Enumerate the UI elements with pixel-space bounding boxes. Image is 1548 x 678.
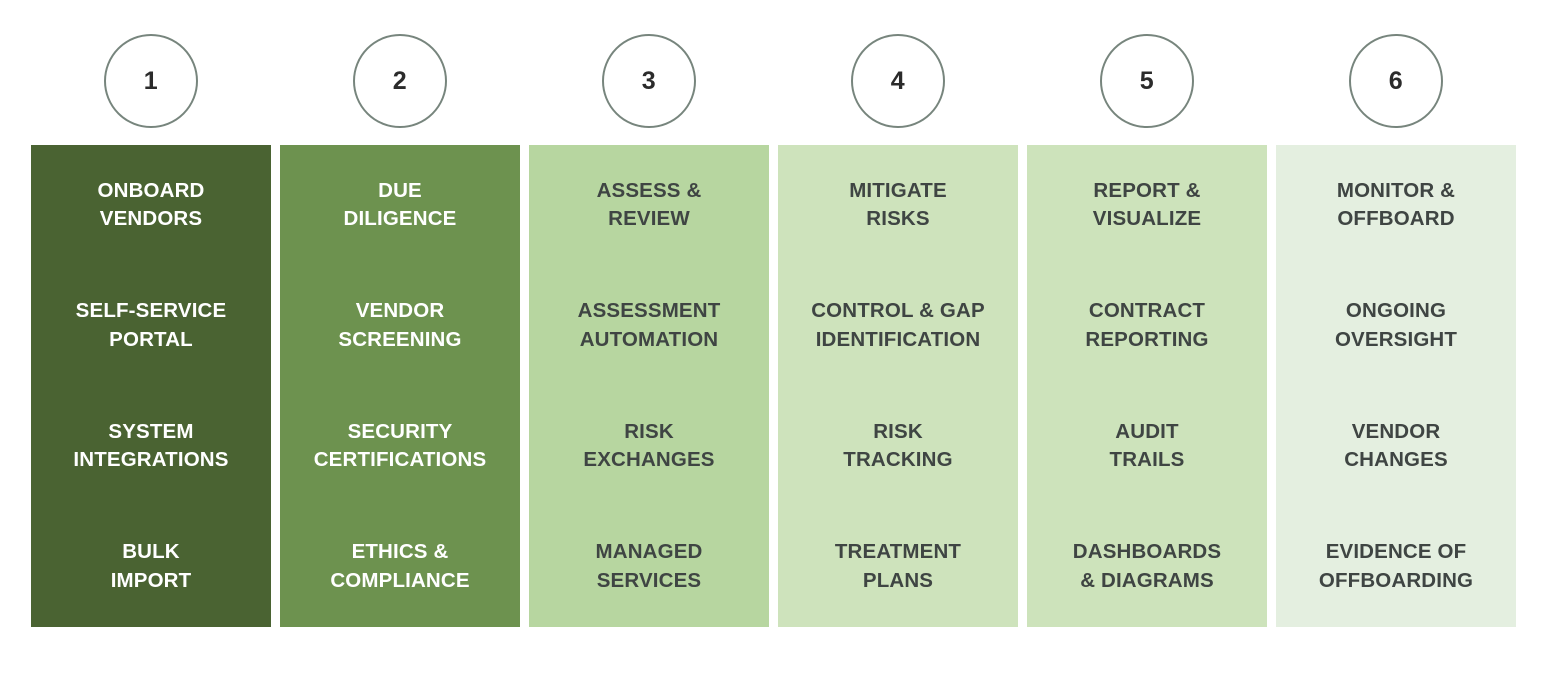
step-number-label: 5 xyxy=(1139,66,1155,95)
step-feature-label: SELF-SERVICE PORTAL xyxy=(75,299,227,351)
step-feature-cell[interactable]: RISK TRACKING xyxy=(778,386,1018,507)
step-number-label: 6 xyxy=(1388,66,1404,95)
step-feature-label: DASHBOARDS & DIAGRAMS xyxy=(1072,540,1222,592)
step-title-cell[interactable]: REPORT & VISUALIZE xyxy=(1027,145,1267,266)
step-feature-cell[interactable]: DASHBOARDS & DIAGRAMS xyxy=(1027,507,1267,628)
step-feature-cell[interactable]: MANAGED SERVICES xyxy=(529,507,769,628)
step-column-2[interactable]: DUE DILIGENCE VENDOR SCREENING SECURITY CE… xyxy=(280,145,520,627)
step-feature-cell[interactable]: SELF-SERVICE PORTAL xyxy=(31,266,271,387)
step-feature-label: AUDIT TRAILS xyxy=(1109,419,1185,472)
step-feature-label: CONTROL & GAP IDENTIFICATION xyxy=(811,299,985,351)
step-feature-cell[interactable]: ASSESSMENT AUTOMATION xyxy=(529,266,769,387)
step-feature-cell[interactable]: ETHICS & COMPLIANCE xyxy=(280,507,520,628)
step-feature-label: BULK IMPORT xyxy=(110,540,192,592)
step-circle-3[interactable]: 3 xyxy=(602,34,696,128)
step-column-6[interactable]: MONITOR & OFFBOARD ONGOING OVERSIGHT VENDO… xyxy=(1276,145,1516,627)
step-circle-1[interactable]: 1 xyxy=(104,34,198,128)
step-feature-label: RISK TRACKING xyxy=(843,419,953,472)
step-title-cell[interactable]: DUE DILIGENCE xyxy=(280,145,520,266)
step-title-cell[interactable]: MITIGATE RISKS xyxy=(778,145,1018,266)
step-feature-cell[interactable]: VENDOR CHANGES xyxy=(1276,386,1516,507)
step-feature-cell[interactable]: ONGOING OVERSIGHT xyxy=(1276,266,1516,387)
step-feature-label: VENDOR SCREENING xyxy=(338,299,462,351)
step-feature-label: MANAGED SERVICES xyxy=(595,540,703,592)
step-feature-cell[interactable]: AUDIT TRAILS xyxy=(1027,386,1267,507)
step-feature-cell[interactable]: SYSTEM INTEGRATIONS xyxy=(31,386,271,507)
step-column-5[interactable]: REPORT & VISUALIZE CONTRACT REPORTING AUDI… xyxy=(1027,145,1267,627)
step-column-4[interactable]: MITIGATE RISKS CONTROL & GAP IDENTIFICATI… xyxy=(778,145,1018,627)
step-feature-label: ETHICS & COMPLIANCE xyxy=(330,540,470,592)
step-title-label: MITIGATE RISKS xyxy=(849,178,947,231)
step-title-label: ASSESS & REVIEW xyxy=(596,178,702,231)
step-title-cell[interactable]: MONITOR & OFFBOARD xyxy=(1276,145,1516,266)
step-feature-label: SECURITY CERTIFICATIONS xyxy=(313,419,487,472)
step-feature-label: CONTRACT REPORTING xyxy=(1085,299,1209,351)
step-circle-4[interactable]: 4 xyxy=(851,34,945,128)
step-column-1[interactable]: ONBOARD VENDORS SELF-SERVICE PORTAL SYSTEM… xyxy=(31,145,271,627)
step-title-label: DUE DILIGENCE xyxy=(343,178,457,231)
step-title-label: REPORT & VISUALIZE xyxy=(1092,178,1202,231)
step-column-3[interactable]: ASSESS & REVIEW ASSESSMENT AUTOMATION RISK… xyxy=(529,145,769,627)
step-title-cell[interactable]: ASSESS & REVIEW xyxy=(529,145,769,266)
step-feature-label: RISK EXCHANGES xyxy=(583,419,715,472)
step-number-label: 4 xyxy=(890,66,906,95)
step-feature-label: EVIDENCE OF OFFBOARDING xyxy=(1318,540,1474,592)
step-circle-6[interactable]: 6 xyxy=(1349,34,1443,128)
step-feature-cell[interactable]: RISK EXCHANGES xyxy=(529,386,769,507)
step-feature-cell[interactable]: CONTROL & GAP IDENTIFICATION xyxy=(778,266,1018,387)
step-circle-2[interactable]: 2 xyxy=(353,34,447,128)
step-number-label: 1 xyxy=(143,66,159,95)
step-feature-cell[interactable]: SECURITY CERTIFICATIONS xyxy=(280,386,520,507)
step-feature-label: SYSTEM INTEGRATIONS xyxy=(73,419,229,472)
step-title-label: ONBOARD VENDORS xyxy=(97,178,205,231)
step-number-row: 1 2 3 4 5 6 xyxy=(0,0,1548,140)
step-feature-cell[interactable]: EVIDENCE OF OFFBOARDING xyxy=(1276,507,1516,628)
step-feature-label: VENDOR CHANGES xyxy=(1344,419,1448,472)
step-columns-row: ONBOARD VENDORS SELF-SERVICE PORTAL SYSTEM… xyxy=(0,145,1548,627)
step-feature-cell[interactable]: TREATMENT PLANS xyxy=(778,507,1018,628)
step-feature-cell[interactable]: CONTRACT REPORTING xyxy=(1027,266,1267,387)
step-feature-label: ONGOING OVERSIGHT xyxy=(1334,299,1458,351)
step-title-label: MONITOR & OFFBOARD xyxy=(1336,178,1456,231)
step-number-label: 3 xyxy=(641,66,657,95)
step-number-label: 2 xyxy=(392,66,408,95)
step-title-cell[interactable]: ONBOARD VENDORS xyxy=(31,145,271,266)
step-feature-cell[interactable]: VENDOR SCREENING xyxy=(280,266,520,387)
step-feature-cell[interactable]: BULK IMPORT xyxy=(31,507,271,628)
step-feature-label: ASSESSMENT AUTOMATION xyxy=(577,299,721,351)
step-feature-label: TREATMENT PLANS xyxy=(834,540,962,592)
step-circle-5[interactable]: 5 xyxy=(1100,34,1194,128)
